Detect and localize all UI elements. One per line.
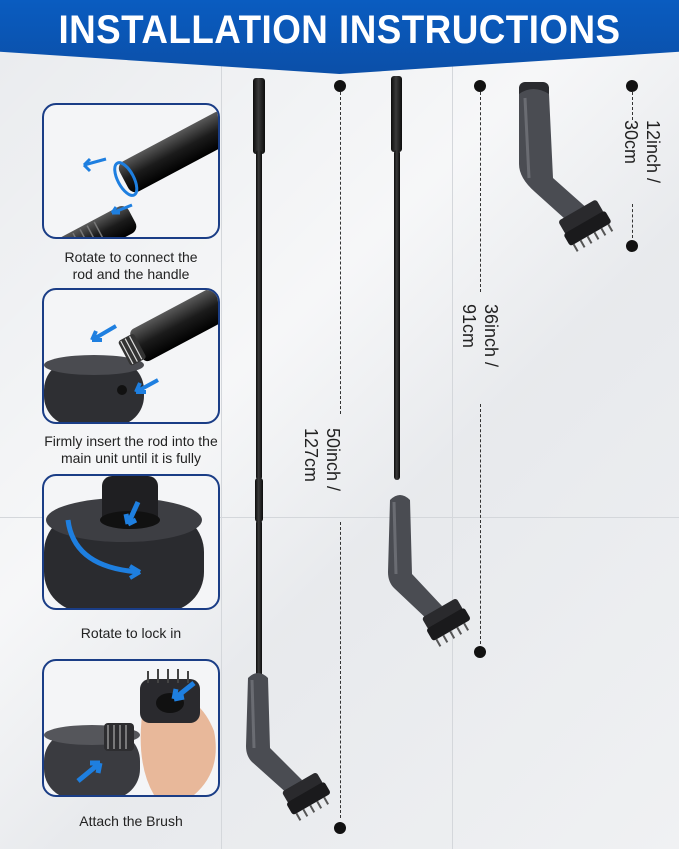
attach-brush-illustration (44, 669, 216, 795)
arrow-icon (76, 760, 103, 783)
tile-line-v1 (221, 60, 222, 849)
short-dimension-line2: 30cm (621, 120, 641, 165)
step-card-lock (42, 474, 220, 610)
step-label-3: Rotate to lock in (20, 625, 242, 642)
long-dim-line-bottom (340, 522, 341, 818)
step-label-2-line2: main unit until it is fully (60, 450, 202, 466)
long-rod-upper (256, 150, 262, 480)
step-card-insert-rod (42, 288, 220, 424)
step-label-1-line1: Rotate to connect the (64, 249, 198, 265)
medium-dimension-label: 36inch / 91cm (458, 304, 502, 367)
medium-dimension-line2: 91cm (459, 304, 479, 349)
step-label-4-line1: Attach the Brush (79, 813, 183, 829)
arrow-icon (110, 203, 133, 215)
short-head-illustration (519, 82, 614, 252)
long-head-illustration (246, 673, 330, 821)
long-dimension-line2: 127cm (301, 428, 321, 483)
medium-dimension-line1: 36inch / (481, 304, 501, 368)
step-label-1: Rotate to connect the rod and the handle (20, 249, 242, 283)
arrow-icon (171, 681, 196, 702)
short-dim-dot-top (626, 80, 638, 92)
tile-line-v2 (452, 60, 453, 849)
long-dim-dot-top (334, 80, 346, 92)
medium-dim-dot-bottom (474, 646, 486, 658)
long-dim-line-top (340, 92, 341, 414)
arrow-icon (128, 564, 142, 580)
rod-connect-illustration (57, 111, 218, 237)
long-rod-grip (253, 78, 265, 154)
long-dim-dot-bottom (334, 822, 346, 834)
arrow-icon (123, 500, 141, 527)
long-dimension-label: 50inch / 127cm (300, 428, 344, 491)
step-label-3-line1: Rotate to lock in (80, 625, 182, 641)
long-dimension-line1: 50inch / (323, 428, 343, 492)
short-dimension-line1: 12inch / (643, 120, 663, 184)
step-label-1-line2: rod and the handle (72, 266, 190, 282)
lock-illustration (44, 476, 204, 608)
medium-dim-line-top (480, 92, 481, 292)
step-label-4: Attach the Brush (20, 813, 242, 830)
short-dim-dot-bottom (626, 240, 638, 252)
arrow-icon (134, 378, 159, 394)
step-card-connect-rod (42, 103, 220, 239)
arrow-icon (82, 157, 107, 173)
long-rod-lower (256, 520, 262, 680)
medium-dim-line-bottom (480, 404, 481, 644)
page-title: INSTALLATION INSTRUCTIONS (58, 8, 621, 52)
short-dimension-label: 12inch / 30cm (620, 120, 664, 183)
medium-dim-dot-top (474, 80, 486, 92)
medium-rod-upper (394, 150, 400, 480)
medium-rod-grip (391, 76, 402, 152)
arrow-icon (90, 324, 118, 342)
medium-head-illustration (388, 495, 470, 647)
short-dim-line-top (632, 92, 633, 120)
insert-rod-illustration (44, 290, 218, 422)
tile-line-h (0, 517, 679, 518)
step-label-2: Firmly insert the rod into the main unit… (10, 433, 252, 467)
step-card-attach-brush (42, 659, 220, 797)
short-dim-line-bottom (632, 204, 633, 238)
step-label-2-line1: Firmly insert the rod into the (44, 433, 218, 449)
long-rod-joint (255, 478, 263, 522)
